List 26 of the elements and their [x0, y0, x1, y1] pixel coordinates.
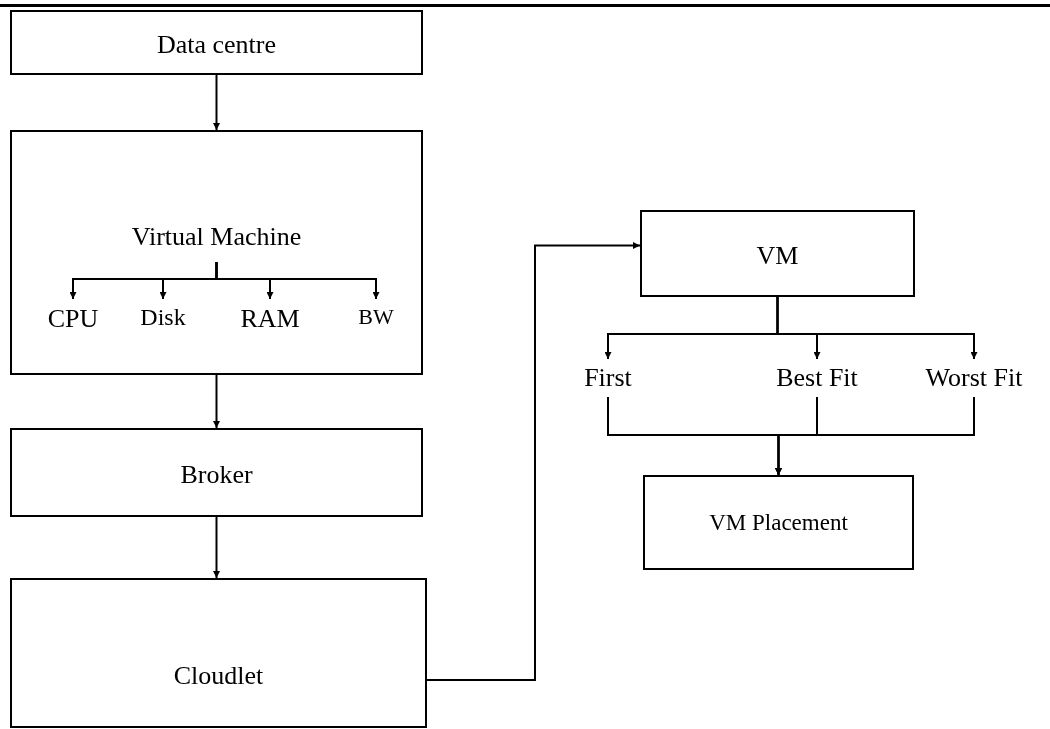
arrow	[213, 74, 220, 131]
arrow	[426, 242, 641, 681]
arrow	[215, 261, 380, 300]
arrow	[213, 374, 220, 429]
process-box	[10, 10, 423, 75]
node-label: First	[566, 359, 650, 397]
node-label: VM Placement	[708, 508, 849, 537]
process-box	[643, 475, 914, 570]
node-label: Data centre	[155, 28, 278, 61]
process-box	[10, 428, 423, 517]
node-label: Virtual Machine	[110, 212, 323, 262]
node-label: Broker	[179, 458, 254, 491]
node-label: VM	[755, 239, 800, 272]
node-label: BW	[346, 299, 406, 335]
node-label: Cloudlet	[172, 660, 265, 692]
process-box	[10, 578, 427, 728]
arrow	[776, 296, 978, 360]
node-label: Worst Fit	[900, 359, 1048, 397]
node-label: Disk	[128, 299, 198, 335]
process-box	[10, 130, 423, 375]
node-label: Best Fit	[758, 359, 876, 397]
arrow	[775, 396, 975, 476]
process-box	[640, 210, 915, 297]
arrow	[213, 516, 220, 579]
node-label: CPU	[38, 299, 108, 339]
node-label: RAM	[228, 299, 312, 339]
